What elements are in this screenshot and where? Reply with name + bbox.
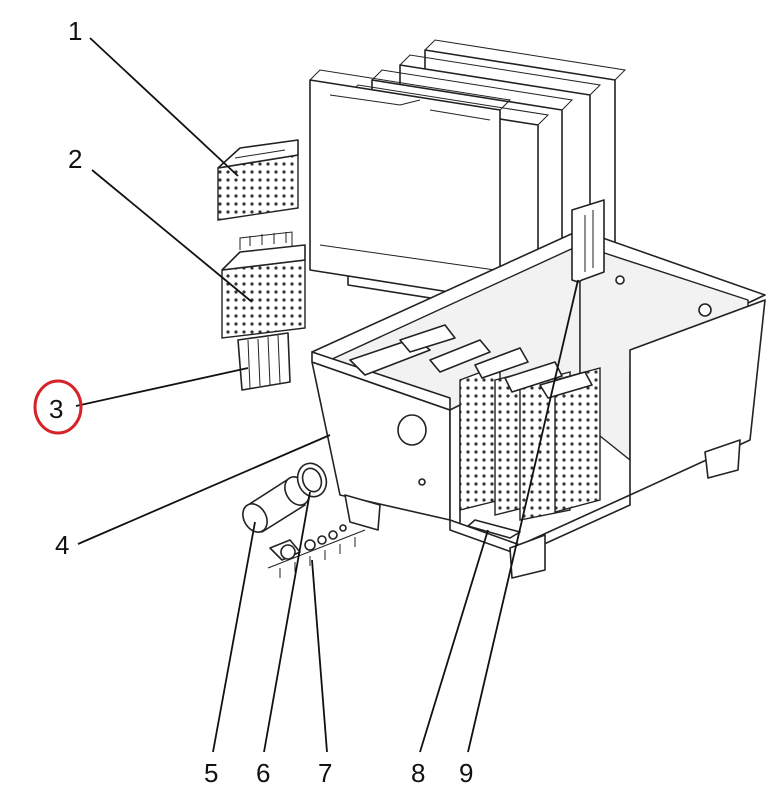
leader-5 xyxy=(212,521,256,753)
media-baskets xyxy=(349,324,601,521)
leader-lines xyxy=(75,37,579,753)
leader-1 xyxy=(89,37,239,177)
leader-4 xyxy=(77,434,331,545)
leader-3 xyxy=(75,367,249,407)
part-3-comb-insert xyxy=(237,332,291,391)
filter-plates xyxy=(309,39,627,316)
highlight-circle xyxy=(33,379,83,435)
leader-9 xyxy=(467,279,579,753)
part-2-media-basket xyxy=(221,231,306,339)
part-1-media-block xyxy=(217,139,299,221)
leader-6 xyxy=(263,491,311,753)
leader-7 xyxy=(311,559,328,753)
callout-8: 8 xyxy=(411,758,425,788)
callout-numbers: 1 2 3 4 5 6 7 8 9 xyxy=(49,16,473,788)
part-6-o-ring xyxy=(296,462,328,498)
callout-4: 4 xyxy=(55,530,69,560)
callout-6: 6 xyxy=(256,758,270,788)
callout-2: 2 xyxy=(68,144,82,174)
riser-pipe xyxy=(571,199,605,283)
callout-5: 5 xyxy=(204,758,218,788)
callout-7: 7 xyxy=(318,758,332,788)
callout-9: 9 xyxy=(459,758,473,788)
callout-1: 1 xyxy=(68,16,82,46)
part-5-cylinder xyxy=(242,476,310,533)
part-7-fittings-kit xyxy=(267,524,366,578)
callout-3: 3 xyxy=(49,394,63,424)
leader-2 xyxy=(91,169,253,303)
leader-8 xyxy=(419,529,489,753)
